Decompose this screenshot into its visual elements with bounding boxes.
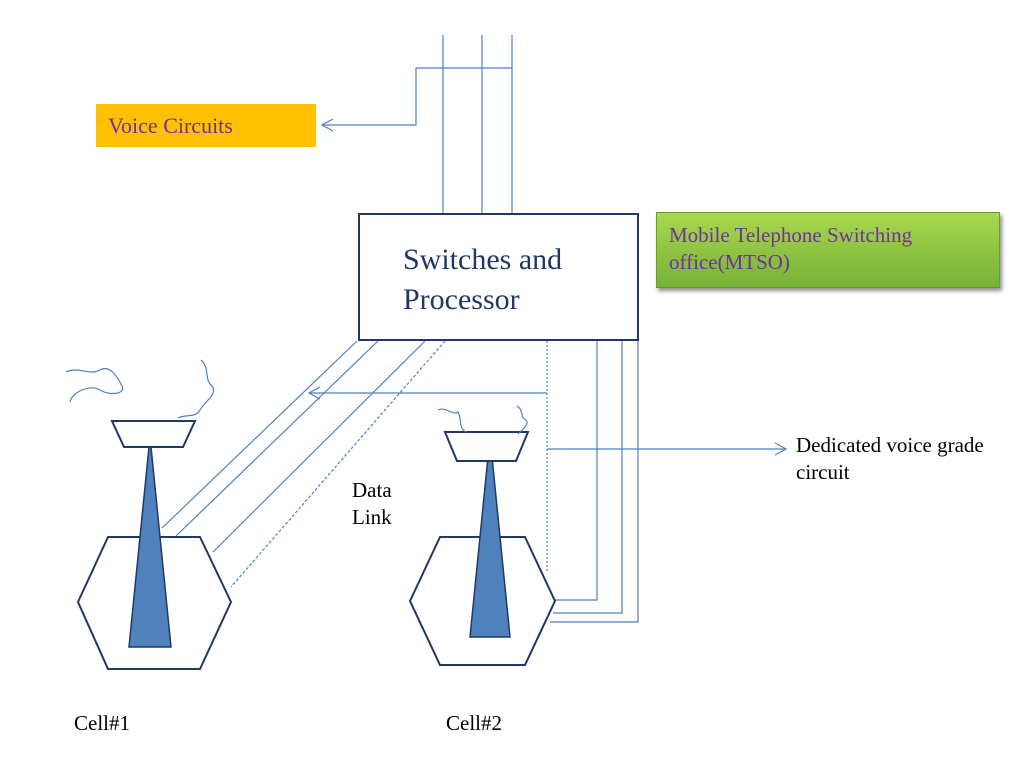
data-link-label: Data Link	[352, 478, 392, 529]
cell1-site	[65, 359, 233, 670]
cell1-signal-waves	[65, 359, 215, 419]
cell2-links	[546, 341, 639, 623]
cell2-antenna-tower	[469, 436, 511, 638]
dedicated-circuit-arrow	[307, 386, 788, 456]
cell1-antenna-tower	[128, 436, 172, 648]
trunk-lines	[442, 35, 513, 213]
voice-circuits-connector	[320, 67, 512, 132]
voice-circuits-label: Voice Circuits	[96, 104, 316, 147]
switches-processor-label: Switches and Processor	[403, 243, 563, 316]
cell2-signal-waves	[437, 405, 528, 435]
cell1-antenna-dish	[110, 420, 197, 448]
cell1-links	[161, 340, 446, 588]
cell2-label: Cell#2	[446, 711, 502, 735]
mtso-label: Mobile Telephone Switching office(MTSO)	[656, 212, 1000, 288]
cell2-site	[408, 405, 557, 666]
dedicated-circuit-label: Dedicated voice grade circuit	[796, 433, 984, 484]
cell1-label: Cell#1	[74, 711, 130, 735]
cell2-antenna-dish	[443, 431, 530, 462]
switches-processor-box: Switches and Processor	[358, 213, 639, 341]
